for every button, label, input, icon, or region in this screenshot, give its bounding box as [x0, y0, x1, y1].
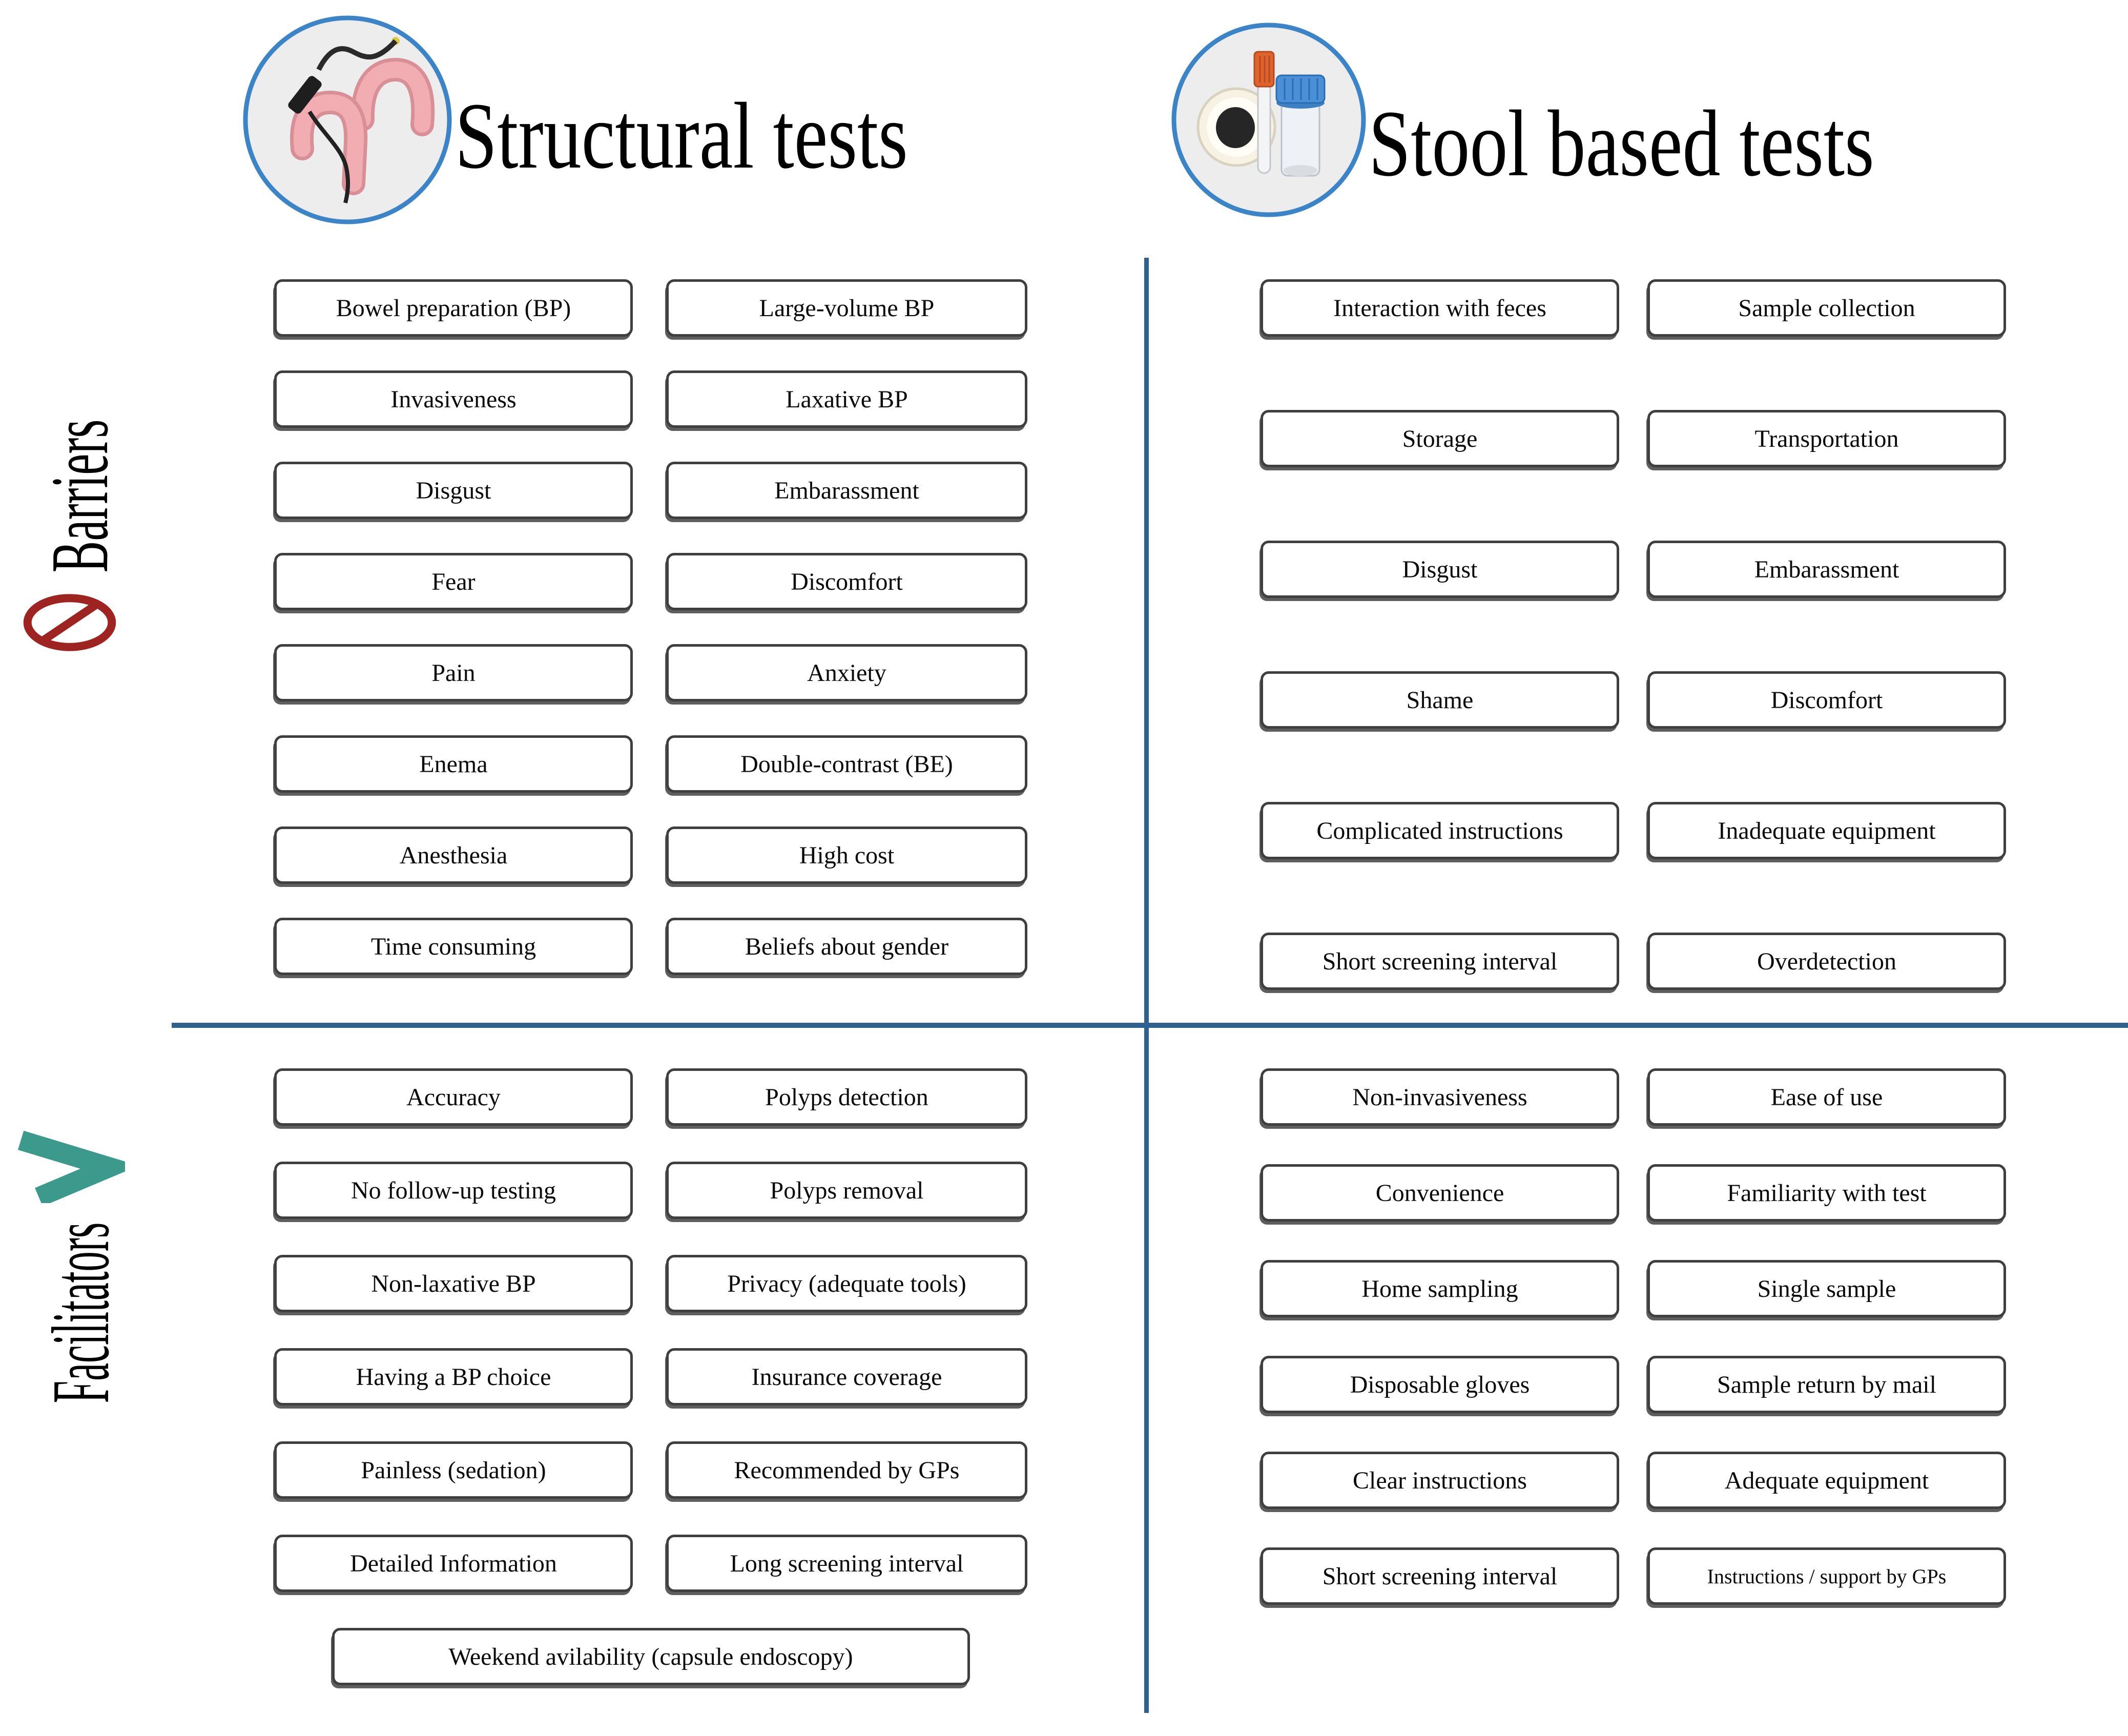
facilitator-box: Clear instructions	[1261, 1452, 1619, 1509]
barrier-box: Discomfort	[666, 553, 1027, 610]
facilitator-box: Accuracy	[274, 1068, 633, 1126]
barrier-box: Anxiety	[666, 644, 1027, 701]
facilitator-box: Recommended by GPs	[666, 1441, 1027, 1499]
facilitator-box: Short screening interval	[1261, 1547, 1619, 1605]
barrier-box: Embarassment	[1647, 541, 2006, 598]
barrier-box: Large-volume BP	[666, 279, 1027, 337]
barrier-box: Disgust	[274, 462, 633, 519]
stool-tests-header: Stool based tests	[1171, 22, 2000, 218]
barrier-box: Fear	[274, 553, 633, 610]
barrier-box: Storage	[1261, 410, 1619, 467]
barrier-box: Bowel preparation (BP)	[274, 279, 633, 337]
colonoscope-colon-icon	[243, 15, 452, 224]
facilitator-box: Ease of use	[1647, 1068, 2006, 1126]
barrier-box: Anesthesia	[274, 826, 633, 884]
structural-tests-header: Structural tests	[242, 14, 1021, 225]
structural-tests-title: Structural tests	[455, 84, 908, 189]
facilitator-box: Home sampling	[1261, 1260, 1619, 1317]
barriers-section-label: Barriers	[34, 419, 125, 573]
stool-tests-title: Stool based tests	[1369, 91, 1874, 196]
facilitator-box-full-width: Weekend avilability (capsule endoscopy)	[332, 1628, 970, 1685]
facilitator-box: Non-laxative BP	[274, 1255, 633, 1312]
facilitator-box: Disposable gloves	[1261, 1356, 1619, 1413]
facilitator-box: Painless (sedation)	[274, 1441, 633, 1499]
barrier-box: Embarassment	[666, 462, 1027, 519]
facilitator-box: Polyps detection	[666, 1068, 1027, 1126]
facilitator-box: Single sample	[1647, 1260, 2006, 1317]
vertical-divider	[1144, 258, 1149, 1713]
barrier-box: Beliefs about gender	[666, 918, 1027, 975]
facilitator-box: Convenience	[1261, 1164, 1619, 1222]
barrier-box: Pain	[274, 644, 633, 701]
facilitator-box: Insurance coverage	[666, 1348, 1027, 1406]
barrier-box: Sample collection	[1647, 279, 2006, 337]
barrier-box: Transportation	[1647, 410, 2006, 467]
barrier-box: High cost	[666, 826, 1027, 884]
facilitator-box: Long screening interval	[666, 1535, 1027, 1592]
barrier-box: Shame	[1261, 671, 1619, 729]
facilitator-box: Non-invasiveness	[1261, 1068, 1619, 1126]
facilitators-section-label: Facilitators	[35, 1222, 126, 1403]
barrier-box: Time consuming	[274, 918, 633, 975]
facilitator-box: Polyps removal	[666, 1162, 1027, 1219]
facilitator-box: Instructions / support by GPs	[1647, 1547, 2006, 1605]
barrier-box: Overdetection	[1647, 933, 2006, 990]
prohibition-icon	[23, 594, 116, 651]
stool-barriers-grid: Interaction with feces Sample collection…	[1261, 279, 2006, 990]
barrier-box: Enema	[274, 735, 633, 793]
barrier-box: Inadequate equipment	[1647, 802, 2006, 859]
facilitator-box: Privacy (adequate tools)	[666, 1255, 1027, 1312]
barrier-box: Interaction with feces	[1261, 279, 1619, 337]
barrier-box: Short screening interval	[1261, 933, 1619, 990]
barrier-box: Invasiveness	[274, 370, 633, 428]
facilitator-box: Adequate equipment	[1647, 1452, 2006, 1509]
barrier-box: Disgust	[1261, 541, 1619, 598]
facilitator-box: Having a BP choice	[274, 1348, 633, 1406]
facilitator-box: Sample return by mail	[1647, 1356, 2006, 1413]
stool-facilitators-grid: Non-invasiveness Ease of use Convenience…	[1261, 1068, 2006, 1605]
structural-barriers-grid: Bowel preparation (BP) Large-volume BP I…	[274, 279, 1027, 975]
chevron-right-icon	[17, 1130, 125, 1203]
barrier-box: Discomfort	[1647, 671, 2006, 729]
structural-facilitators-grid: Accuracy Polyps detection No follow-up t…	[274, 1068, 1027, 1685]
facilitator-box: No follow-up testing	[274, 1162, 633, 1219]
barrier-box: Laxative BP	[666, 370, 1027, 428]
barrier-box: Double-contrast (BE)	[666, 735, 1027, 793]
horizontal-divider	[172, 1023, 2128, 1028]
facilitator-box: Detailed Information	[274, 1535, 633, 1592]
barrier-box: Complicated instructions	[1261, 802, 1619, 859]
facilitator-box: Familiarity with test	[1647, 1164, 2006, 1222]
stool-sample-kit-icon	[1171, 23, 1366, 217]
